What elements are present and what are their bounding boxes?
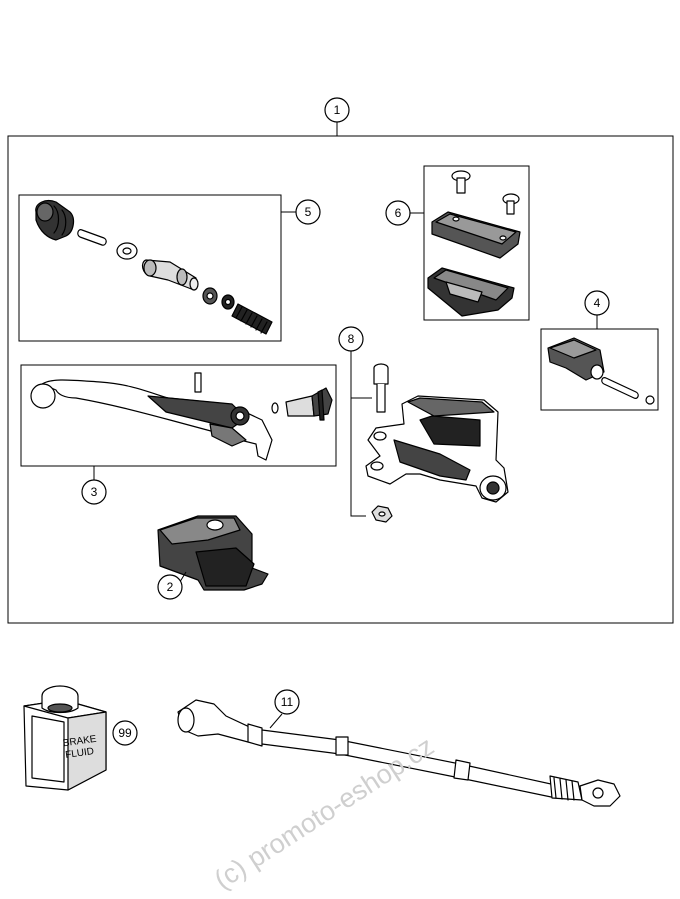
callout-6[interactable]: [385, 200, 411, 226]
callout-8-label: 8: [348, 332, 355, 346]
callout-6-label: 6: [395, 206, 402, 220]
nut-part: [371, 505, 393, 523]
bolt-part: [373, 363, 389, 413]
piston-kit-group: 5: [18, 194, 321, 342]
callout-3-label: 3: [91, 485, 98, 499]
piston-part: [141, 259, 199, 291]
brake-lever-part: [30, 379, 273, 461]
brake-fluid-can-part: BRAKE FLUID 99: [23, 685, 138, 791]
callout-4-label: 4: [594, 296, 601, 310]
watermark-text: (c) promoto-eshop.cz: [209, 731, 439, 895]
lever-guard-part: 2: [157, 515, 269, 600]
washer-part: [116, 242, 138, 260]
callout-99[interactable]: [112, 720, 138, 746]
callout-11[interactable]: [274, 689, 300, 715]
diaphragm-part: [427, 267, 515, 317]
screw-part: [451, 170, 520, 215]
pivot-pin-part: [601, 377, 639, 399]
callout-5[interactable]: [295, 199, 321, 225]
roll-pin-part: [194, 372, 202, 393]
lever-group: 3: [20, 364, 337, 505]
dust-boot-part: [35, 200, 75, 241]
cover-part: [431, 211, 521, 259]
pivot-kit-group: 4: [540, 290, 659, 411]
callout-2[interactable]: [157, 574, 183, 600]
callout-11-label: 11: [281, 695, 294, 709]
callout-3[interactable]: [81, 479, 107, 505]
pivot-washer-part: [645, 395, 655, 405]
callout-5-label: 5: [305, 205, 312, 219]
spring-part: [231, 303, 273, 335]
adjuster-part: [285, 387, 333, 421]
brake-hose-part: 11: [177, 689, 621, 807]
callout-1-label: 1: [334, 103, 341, 117]
master-cylinder-part: [365, 395, 509, 503]
seal-part: [202, 287, 235, 310]
can-label-line1: BRAKE: [62, 734, 97, 750]
assembly-frame: 1: [7, 97, 674, 624]
pin-part: [77, 229, 107, 246]
master-cylinder-group: 8: [338, 326, 509, 523]
callout-1[interactable]: [324, 97, 350, 123]
adjuster-block-part: [547, 337, 605, 381]
o-ring-part: [271, 402, 279, 414]
reservoir-cover-group: 6: [385, 165, 530, 321]
can-label-line2: FLUID: [65, 746, 95, 761]
callout-4[interactable]: [584, 290, 610, 316]
callout-99-label: 99: [118, 726, 132, 740]
callout-2-label: 2: [167, 580, 174, 594]
